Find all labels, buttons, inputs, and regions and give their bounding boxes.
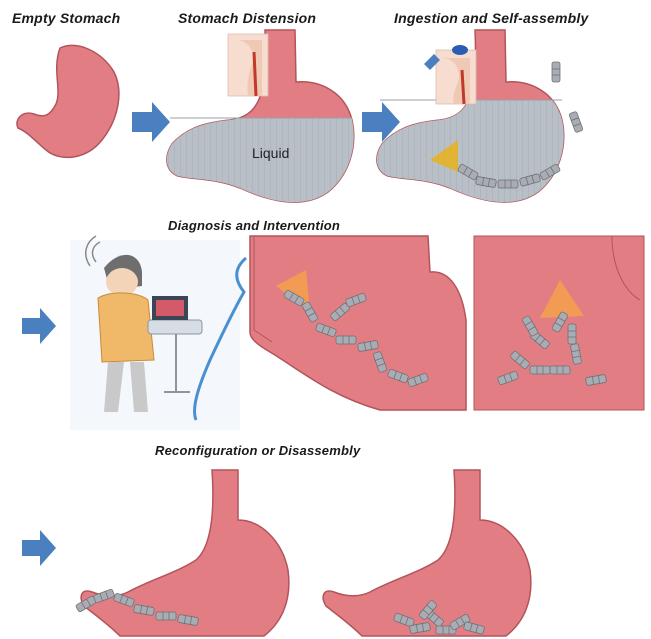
swallow-inset-2 xyxy=(436,50,476,104)
empty-stomach-shape xyxy=(17,45,119,157)
swallow-inset-1 xyxy=(228,34,268,96)
module-falling-1 xyxy=(552,62,560,82)
arrow-1 xyxy=(132,102,170,142)
reconfiguration-stomach xyxy=(75,470,289,636)
operator-illustration xyxy=(70,236,240,430)
capsule-pill-icon xyxy=(452,45,468,55)
diagnosis-view-1 xyxy=(250,236,466,410)
liquid-label: Liquid xyxy=(252,145,289,161)
diagnosis-view-2 xyxy=(474,236,644,410)
disassembly-stomach xyxy=(323,470,531,636)
arrow-3 xyxy=(22,308,56,344)
module-falling-2 xyxy=(569,111,583,133)
arrow-4 xyxy=(22,530,56,566)
